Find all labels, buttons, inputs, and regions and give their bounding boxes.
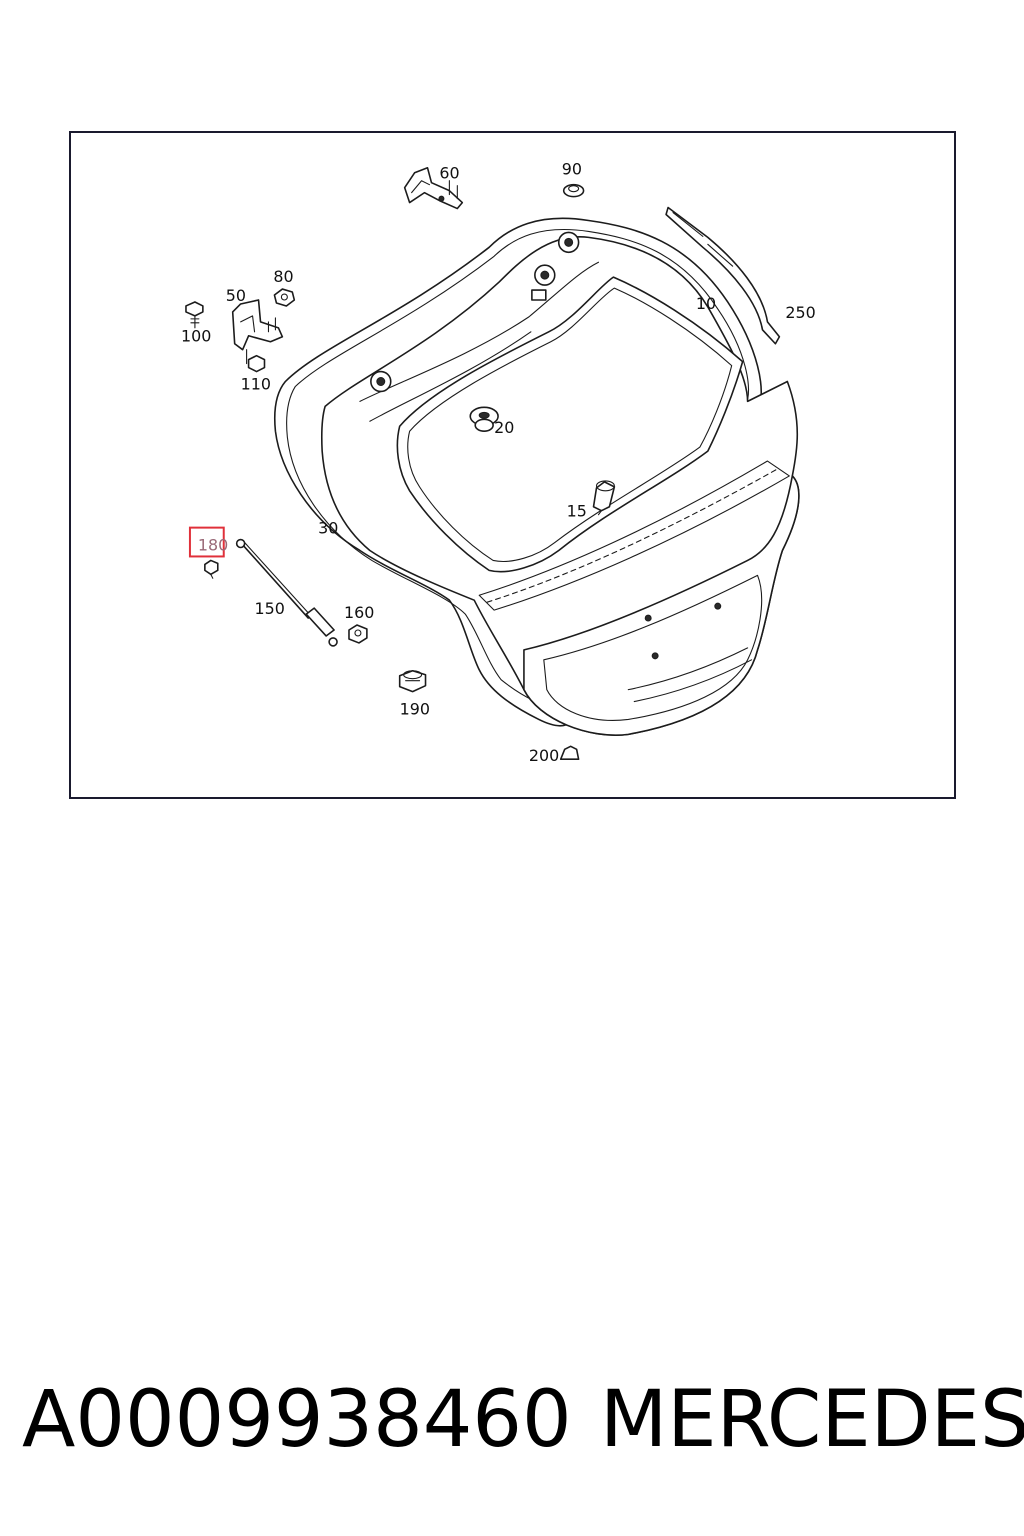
upper-mount-2-inner [540,270,550,280]
license-recess [627,647,749,691]
footer: A0009938460 MERCEDES [0,1372,1024,1472]
part-100-screw [185,301,204,329]
window-inner-edge [407,287,733,562]
part-180-bolt [204,559,219,579]
part-200-bumper [559,745,580,761]
upper-trim-line-2 [369,331,532,422]
upper-trim-line [359,261,600,402]
callout-15: 15 [567,502,587,521]
tailgate-exploded-view: 60 90 80 50 100 110 10 250 20 15 30 180 … [181,160,816,765]
lower-hole-2 [714,602,722,610]
part-160-bolt [348,624,368,644]
part-150-gas-strut [235,538,338,647]
part-60-hinge [403,166,464,210]
upper-mount-1-inner [564,237,574,247]
callout-60: 60 [439,164,459,183]
callout-80: 80 [273,267,293,286]
callout-160: 160 [344,603,374,622]
part-15-sleeve [592,480,616,516]
lower-hole-3 [644,614,652,622]
part-50-hinge [231,299,284,351]
highlight-box-180 [188,526,225,558]
part-80-nut [273,288,296,307]
callout-50: 50 [226,286,246,305]
part-250-strip [665,206,781,345]
callout-180: 180 [198,535,228,554]
callout-190: 190 [400,699,430,718]
callout-100: 100 [181,327,211,346]
part-number: A0009938460 [22,1375,572,1465]
part-90-grommet [562,183,585,198]
part-20-grommet [469,406,499,432]
callout-10: 10 [696,294,716,313]
tailgate-window-opening [396,276,744,573]
callout-200: 200 [529,746,559,765]
callout-30: 30 [318,519,338,538]
center-strip-dashes [486,468,778,603]
lower-panel-contour [543,574,763,721]
license-recess-lower [633,659,753,703]
callout-20: 20 [494,418,514,437]
callout-250: 250 [785,303,815,322]
brand-name: MERCEDES [600,1375,1024,1465]
parts-diagram: 60 90 80 50 100 110 10 250 20 15 30 180 … [69,131,956,799]
lower-hole-1 [651,652,659,660]
part-190-bushing [398,669,427,693]
part-110-screw [246,349,266,373]
callout-110: 110 [241,374,271,393]
callout-90: 90 [562,160,582,179]
upper-clip [531,289,547,301]
callout-150: 150 [255,599,285,618]
center-strip [478,460,790,611]
side-mount-left-inner [376,377,386,386]
